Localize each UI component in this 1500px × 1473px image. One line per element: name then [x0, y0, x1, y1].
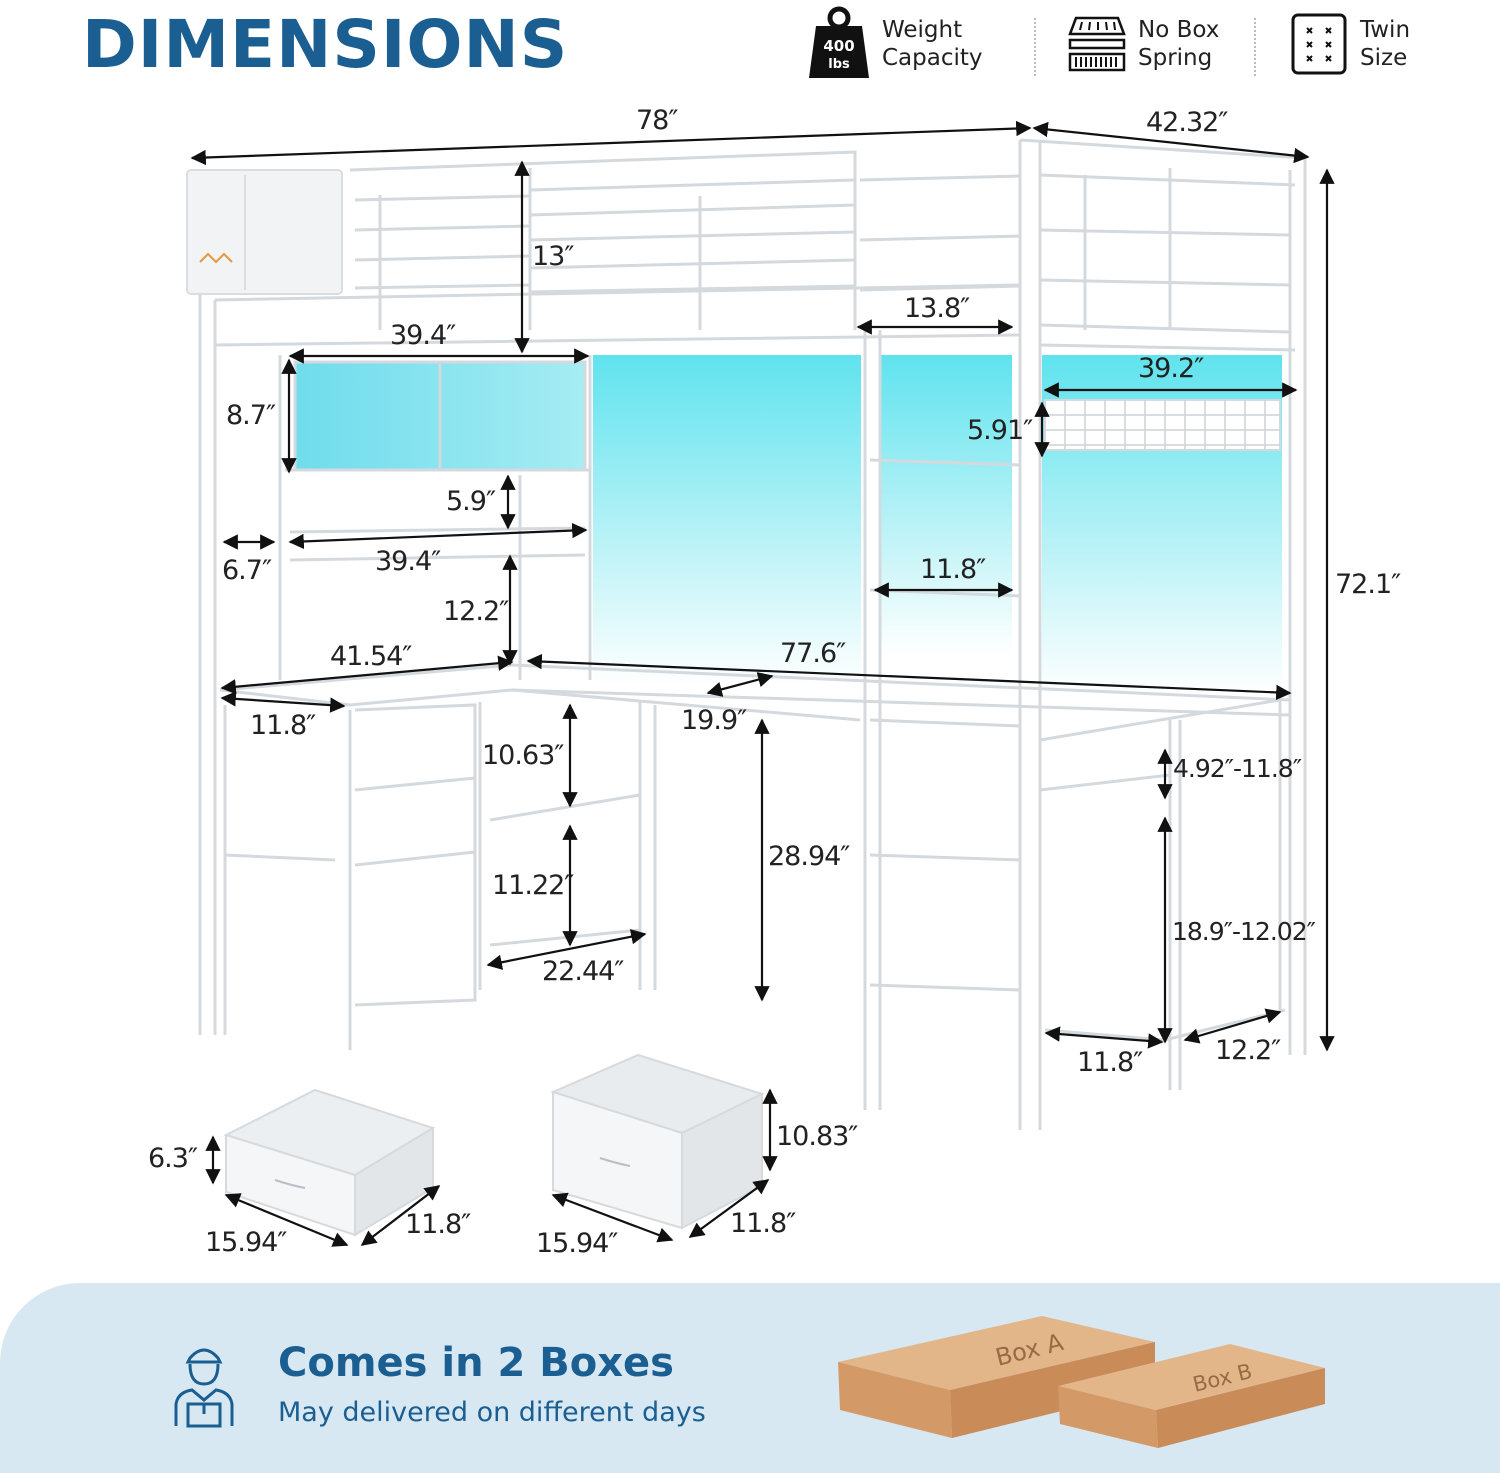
dim-guardrail-height: 13″: [532, 241, 574, 272]
dim-ladder-step: 11.8″: [920, 554, 986, 585]
dim-desk-depth: 19.9″: [681, 705, 747, 736]
led-backlight-panel: [880, 355, 1012, 655]
dim-small-drawer-length: 15.94″: [205, 1227, 287, 1258]
dim-desk-height: 28.94″: [768, 841, 850, 872]
feature-label-line2: Spring: [1138, 45, 1213, 71]
svg-text:lbs: lbs: [828, 57, 850, 72]
dim-cabinet-height: 8.7″: [226, 400, 276, 431]
box-a: Box A: [838, 1316, 1155, 1438]
dim-overall-length: 78″: [636, 105, 678, 136]
svg-text:400: 400: [823, 37, 854, 55]
mattress-icon: [1068, 16, 1126, 72]
dim-right-shelf-depth-a: 11.8″: [1077, 1047, 1143, 1078]
feature-weight-capacity: 400 lbs Weight Capacity: [808, 4, 983, 84]
banner-title: Comes in 2 Boxes: [278, 1340, 674, 1386]
pegboard: [1044, 399, 1281, 451]
feature-divider: [1254, 18, 1256, 76]
feature-label-line1: Twin: [1360, 17, 1411, 43]
box-b: Box B: [1058, 1344, 1325, 1448]
dim-shelf-bottom-gap: 11.22″: [492, 870, 574, 901]
dim-cabinet-width: 39.4″: [390, 320, 456, 351]
side-storage-caddy: [186, 169, 343, 295]
twin-size-icon: [1291, 13, 1347, 75]
dim-overall-height: 72.1″: [1335, 569, 1401, 600]
dim-right-bottom-gap: 18.9″-12.02″: [1172, 917, 1316, 946]
shipping-boxes: Box A Box B: [838, 1316, 1325, 1448]
feature-label-line1: No Box: [1138, 17, 1220, 43]
feature-divider: [1034, 18, 1036, 76]
dim-return-depth: 11.8″: [250, 710, 316, 741]
dim-overall-width: 42.32″: [1146, 107, 1228, 138]
dim-side-depth: 6.7″: [222, 555, 272, 586]
dim-small-drawer-depth: 11.8″: [405, 1209, 471, 1240]
feature-no-box-spring: No Box Spring: [1068, 4, 1219, 84]
dim-shelf-to-desk: 12.2″: [443, 596, 509, 627]
dim-ladder-opening: 13.8″: [904, 293, 970, 324]
banner-subtitle: May delivered on different days: [278, 1397, 706, 1428]
dim-small-drawer-height: 6.3″: [148, 1143, 198, 1174]
page-title: DIMENSIONS: [82, 6, 569, 83]
loft-bed-illustration: [186, 120, 1335, 1247]
dim-bottom-shelf-width: 22.44″: [542, 956, 624, 987]
feature-label-line1: Weight: [882, 17, 963, 43]
feature-twin-size: Twin Size: [1290, 4, 1410, 84]
dim-shelf-width: 39.4″: [375, 546, 441, 577]
dim-desk-length: 77.6″: [780, 638, 846, 669]
delivery-person-icon: [174, 1348, 234, 1428]
dim-large-drawer-depth: 11.8″: [730, 1208, 796, 1239]
dim-large-drawer-height: 10.83″: [776, 1121, 858, 1152]
dim-right-top-gap: 4.92″-11.8″: [1173, 754, 1302, 783]
feature-label-line2: Size: [1360, 45, 1408, 71]
dim-pegboard-height: 5.91″: [967, 415, 1033, 446]
dim-desk-return-length: 41.54″: [330, 641, 412, 672]
bed-frame: [198, 138, 1307, 1130]
dim-right-shelf-depth-b: 12.2″: [1215, 1035, 1281, 1066]
dim-large-drawer-length: 15.94″: [536, 1228, 618, 1259]
dimension-lines: [190, 120, 1335, 1052]
dim-right-shelf-width: 39.2″: [1138, 353, 1204, 384]
feature-label-line2: Capacity: [882, 45, 983, 71]
drawer-large: [550, 1053, 765, 1230]
drawer-dimension-lines: [205, 1088, 778, 1247]
dim-shelf-top-gap: 10.63″: [482, 740, 564, 771]
dim-shelf-gap: 5.9″: [446, 486, 496, 517]
led-backlight-panel: [593, 355, 861, 685]
weight-icon: 400 lbs: [809, 6, 869, 78]
